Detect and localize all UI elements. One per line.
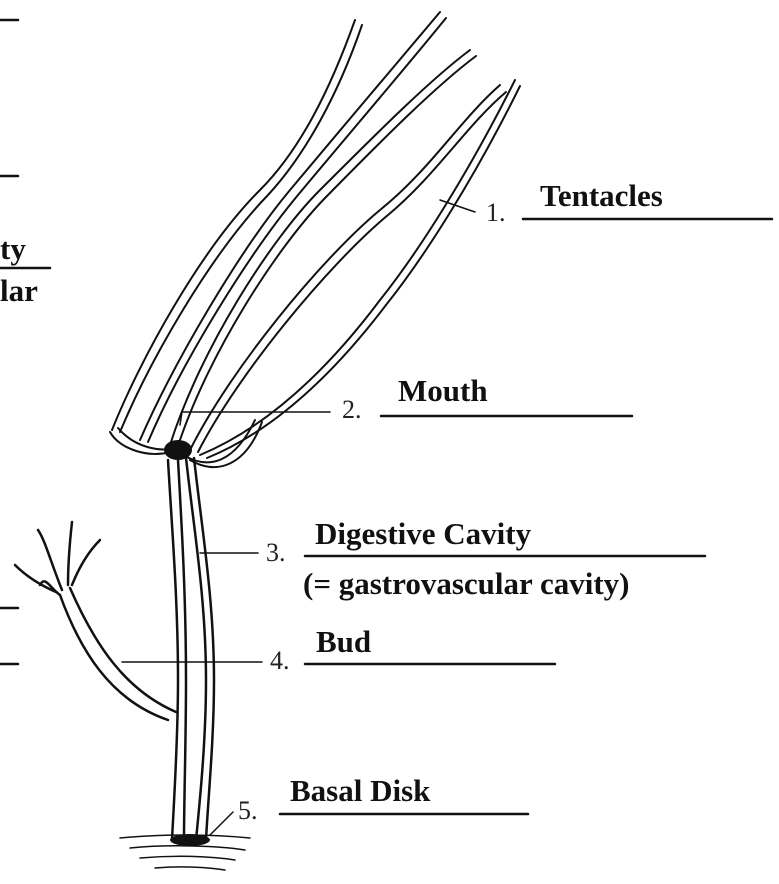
body-column [168, 458, 214, 840]
basal-disk-shape [170, 834, 210, 846]
left-edge-blanks [0, 20, 50, 664]
label-number-1: 1. [486, 200, 506, 226]
label-answer-bud: Bud [316, 626, 371, 657]
bud-shape [15, 522, 176, 720]
label-number-5: 5. [238, 798, 258, 824]
label-number-4: 4. [270, 648, 290, 674]
left-edge-fragment-2: lar [0, 275, 38, 306]
label-answer-tentacles: Tentacles [540, 180, 663, 211]
mouth-shape [164, 440, 192, 460]
label-number-2: 2. [342, 397, 362, 423]
label-number-3: 3. [266, 540, 286, 566]
label-answer-mouth: Mouth [398, 375, 488, 406]
label-answer-basal-disk: Basal Disk [290, 775, 430, 806]
left-edge-fragment-1: ty [0, 233, 26, 264]
label-answer-gastrovascular-note: (= gastrovascular cavity) [303, 568, 629, 599]
label-answer-digestive-cavity: Digestive Cavity [315, 518, 531, 549]
